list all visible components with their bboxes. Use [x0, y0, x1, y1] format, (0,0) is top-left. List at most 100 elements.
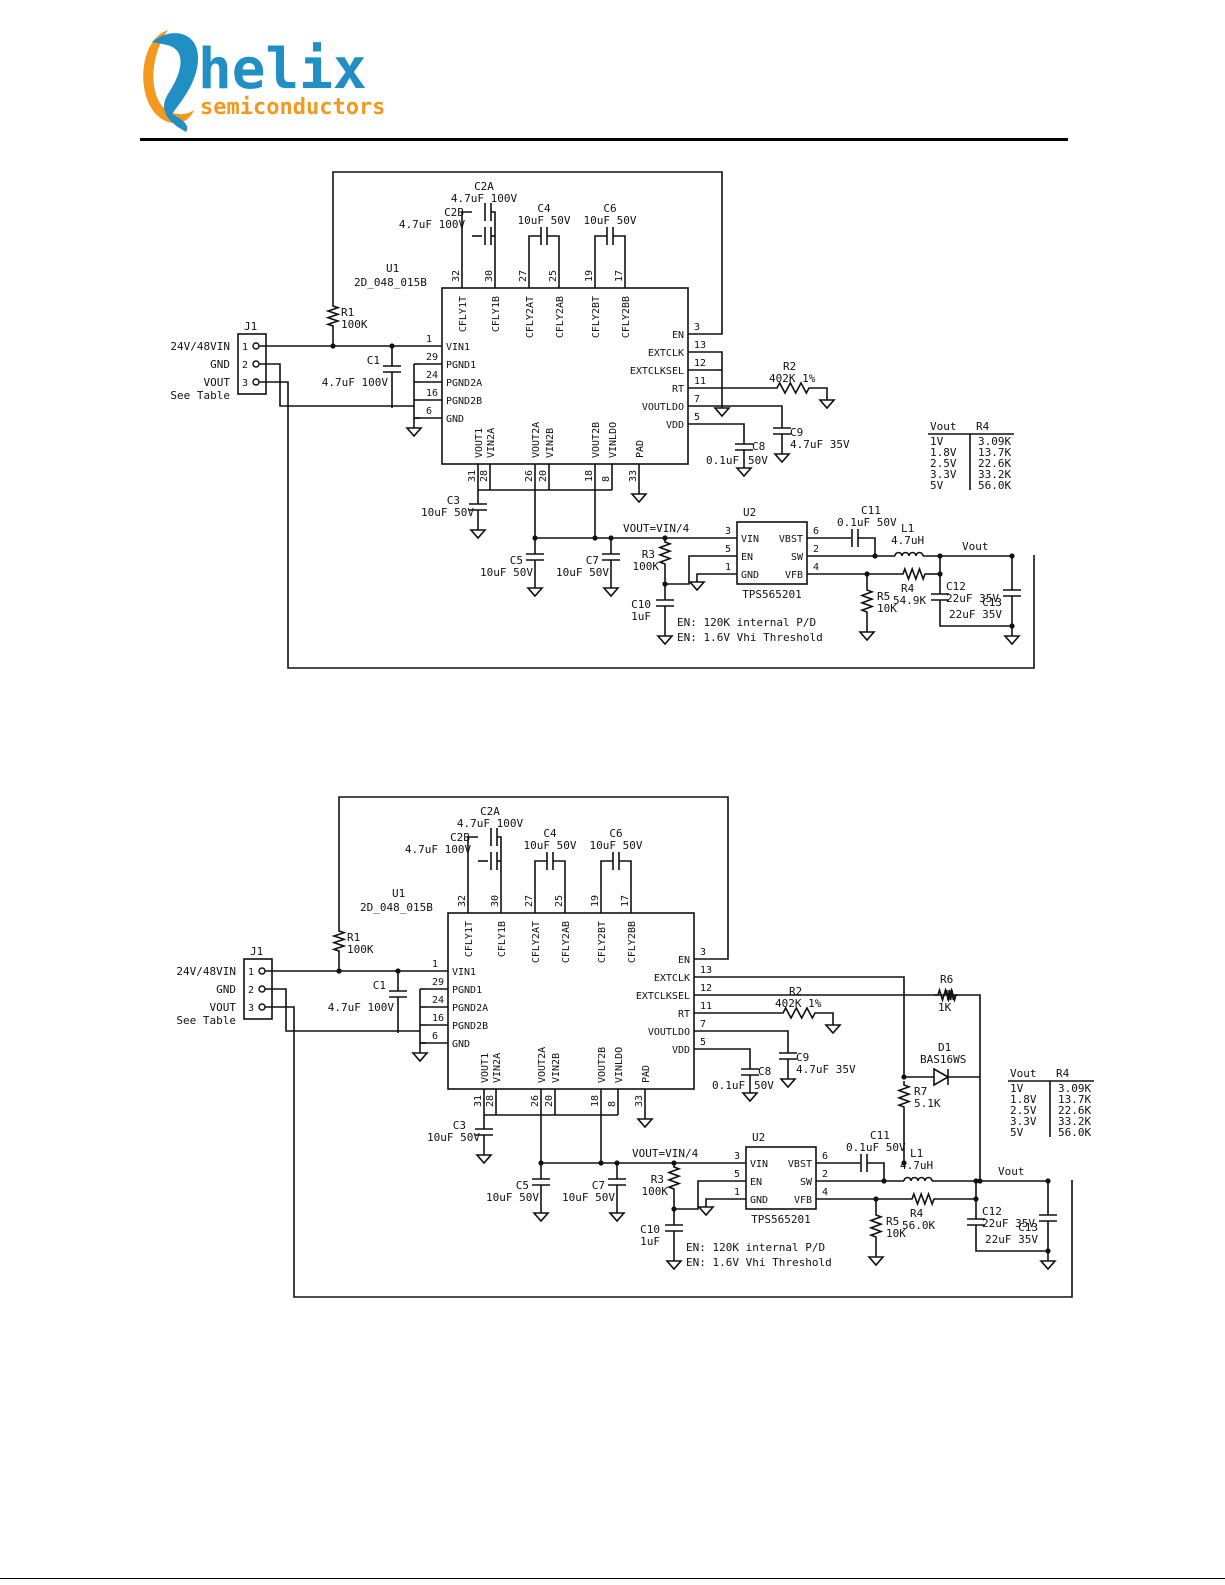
j1-ref: J1: [244, 320, 257, 333]
ground-symbol: [636, 1118, 654, 1129]
table-cell-r4: 22.6K: [1058, 1104, 1091, 1117]
r2-wire: [819, 1012, 834, 1025]
c10-cap: [656, 599, 674, 607]
en-wire: [664, 555, 707, 585]
u1-pin-name: CFLY2BT: [597, 921, 608, 963]
fly-cap-wire: [534, 860, 547, 887]
ground-symbol: [405, 427, 423, 438]
u1-pin-number: 31: [467, 470, 478, 482]
ground-symbol: [1039, 1260, 1057, 1271]
c2b-cap: [490, 852, 498, 870]
u1-pin-name: EXTCLK: [648, 348, 684, 359]
u2-pin-number: 5: [734, 1169, 740, 1180]
u1-pin-name: PGND2A: [446, 378, 482, 389]
u1-pin-name: PGND2A: [452, 1003, 488, 1014]
u1-pin-name: VIN2B: [545, 428, 556, 458]
u1-pin-name: VIN1: [452, 967, 476, 978]
table-cell-vout: 5V: [930, 479, 944, 492]
u1-pin-name: GND: [446, 414, 464, 425]
brand-text: helix: [198, 37, 367, 102]
r4-ref: R4: [910, 1207, 924, 1220]
c13-cap: [1039, 1214, 1057, 1222]
u1-pin-number: 28: [479, 470, 490, 482]
c6-cap: [612, 852, 620, 870]
u2-pin-number: 6: [813, 526, 819, 537]
c6-ref: C6: [603, 202, 616, 215]
d1-ref: D1: [938, 1041, 951, 1054]
net-vin4-label: VOUT=VIN/4: [632, 1147, 699, 1160]
u1-pin-number: 24: [426, 370, 438, 381]
c8-value: 50V: [748, 454, 768, 467]
c4-value: 10uF 50V: [518, 214, 571, 227]
u1-pin-number: 6: [432, 1031, 438, 1042]
u1-pin-number: 29: [432, 977, 444, 988]
c11-ref: C11: [870, 1129, 890, 1142]
footer-rule: [0, 1578, 1225, 1579]
en-loop-wire: [332, 171, 723, 335]
u1-pin-number: 3: [694, 322, 700, 333]
c2b-cap: [484, 227, 492, 245]
r2-wire: [813, 387, 828, 400]
junction-dot: [973, 1196, 979, 1202]
r2-ref: R2: [783, 360, 796, 373]
brand-subtext: semiconductors: [200, 95, 385, 120]
c5-cap: [532, 1178, 550, 1186]
u1-pin-number: 25: [554, 895, 565, 907]
l1-value: 4.7uH: [891, 534, 924, 547]
u1-pin-number: 18: [584, 470, 595, 482]
fly-cap-wire: [547, 235, 560, 262]
u1-pin-number: 20: [544, 1095, 555, 1107]
u1-pin-number: 18: [590, 1095, 601, 1107]
j1-note: See Table: [176, 1014, 236, 1027]
u1-pin-name: VIN1: [446, 342, 470, 353]
u1-pin-number: 12: [700, 983, 712, 994]
c2a-ref: C2A: [480, 805, 500, 818]
c5-cap: [526, 553, 544, 561]
u1-pin-number: 1: [426, 334, 432, 345]
u1-pin-name: VIN2A: [486, 428, 497, 458]
u2-pin-number: 3: [734, 1151, 740, 1162]
connector-pin: [258, 985, 266, 993]
u1-pin-name: CFLY2AB: [555, 296, 566, 338]
en-note-2: EN: 1.6V Vhi Threshold: [677, 631, 823, 644]
ground-symbol: [779, 1078, 797, 1089]
r7-value: 5.1K: [914, 1097, 941, 1110]
u2-ref: U2: [752, 1131, 765, 1144]
ground-symbol: [656, 635, 674, 646]
c2a-wire: [461, 211, 472, 262]
c2a-cap: [490, 828, 498, 846]
d1-value: BAS16WS: [920, 1053, 966, 1066]
u1-pin-name: EXTCLK: [654, 973, 690, 984]
u1-ref: U1: [386, 262, 399, 275]
c8-ref: C8: [752, 440, 765, 453]
pgnd-bus: [413, 364, 420, 419]
u1-pin-name: CFLY1B: [497, 921, 508, 957]
table-cell-r4: 33.2K: [978, 468, 1011, 481]
c12-value: 22uF 35V: [946, 592, 999, 605]
ground-symbol: [741, 1092, 759, 1103]
j1-pin-label: 24V/48VIN: [170, 340, 230, 353]
c9-cap: [779, 1052, 797, 1060]
u2-ref: U2: [743, 506, 756, 519]
ground-symbol: [475, 1154, 493, 1165]
u1-pin-number: 11: [694, 376, 706, 387]
u2-pin-number: 6: [822, 1151, 828, 1162]
ground-symbol: [602, 587, 620, 598]
extclk-wire: [724, 976, 905, 1077]
u1-pin-number: 30: [484, 270, 495, 282]
ground-symbol: [688, 581, 706, 592]
ground-symbol: [1003, 635, 1021, 646]
r3-resistor: [657, 538, 673, 568]
u1-pin-number: 29: [426, 352, 438, 363]
en-note-1: EN: 120K internal P/D: [677, 616, 816, 629]
u1-pin-number: 13: [700, 965, 712, 976]
l1-value: 4.7uH: [900, 1159, 933, 1172]
table-header: R4: [976, 420, 990, 433]
u1-pin-name: GND: [452, 1039, 470, 1050]
c13-ref: C13: [982, 596, 1002, 609]
u2-pin-name: SW: [800, 1177, 813, 1188]
c5-value: 10uF 50V: [480, 566, 533, 579]
u1-pin-number: 19: [590, 895, 601, 907]
u1-pin-name: VOUTLDO: [642, 402, 684, 413]
c11-cap: [860, 1154, 868, 1172]
